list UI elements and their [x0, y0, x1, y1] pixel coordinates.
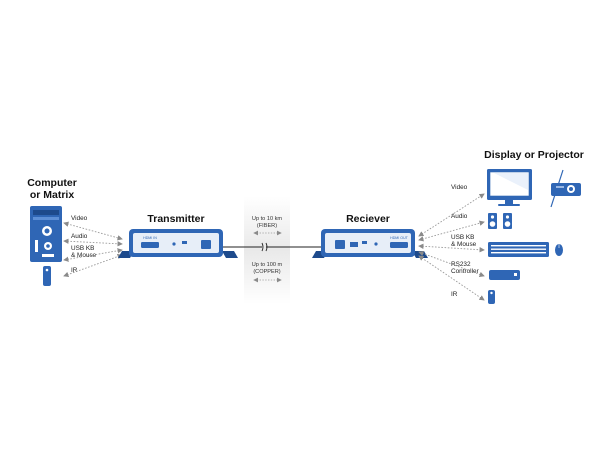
dest-usb-arrow: [418, 243, 485, 253]
svg-text:Audio: Audio: [71, 233, 88, 240]
source-signal-arrows: [63, 221, 123, 278]
source-audio-label: Audio: [71, 233, 88, 240]
dest-rs232-label: RS232 Controller: [451, 261, 480, 275]
destination-signal-arrows: [418, 193, 485, 301]
svg-text:USB KB: USB KB: [71, 245, 94, 252]
rs232-controller-icon: [489, 270, 520, 280]
transmitter-device: HDMI IN: [118, 229, 238, 258]
receiver-port-label: HDMI OUT: [390, 236, 409, 240]
keyboard-icon: [488, 242, 549, 257]
source-title-line2: or Matrix: [30, 189, 75, 201]
led-icon: [374, 242, 378, 246]
dest-video-label: Video: [451, 184, 468, 191]
hdmi-port-icon: [141, 242, 159, 248]
monitor-icon: [487, 169, 532, 206]
receiver-title: Reciever: [346, 213, 390, 225]
transmitter-title: Transmitter: [147, 213, 204, 225]
ir-receiver-icon: [488, 290, 495, 304]
ethernet-port-icon: [335, 240, 345, 249]
projector-icon: [551, 183, 581, 196]
svg-text:Audio: Audio: [451, 213, 468, 220]
computer-tower-icon: [30, 206, 62, 262]
led-icon: [172, 242, 176, 246]
dest-audio-label: Audio: [451, 213, 468, 220]
fiber-distance-line2: (FIBER): [257, 223, 277, 229]
svg-text:RS232: RS232: [451, 261, 471, 268]
source-ir-label: IR: [71, 267, 78, 274]
dest-video-arrow: [418, 193, 485, 237]
svg-text:& Mouse: & Mouse: [451, 241, 477, 248]
svg-text:IR: IR: [71, 267, 78, 274]
transmitter-port-label: HDMI IN: [143, 236, 157, 240]
speakers-icon: [488, 213, 512, 229]
link-band: [244, 196, 290, 304]
dest-ir-arrow: [418, 255, 485, 301]
copper-distance-line2: (COPPER): [253, 269, 280, 275]
svg-text:IR: IR: [451, 291, 458, 298]
destination-title: Display or Projector: [484, 149, 584, 161]
hdmi-port-icon: [390, 242, 408, 248]
usb-port-icon: [350, 242, 358, 247]
receiver-device: HDMI OUT: [312, 229, 428, 258]
ir-remote-icon: [43, 266, 51, 286]
ethernet-port-icon: [201, 240, 211, 249]
source-ir-arrow: [63, 253, 123, 278]
network-icon: [362, 241, 367, 244]
fiber-distance-line1: Up to 10 km: [252, 216, 282, 222]
source-title-line1: Computer: [27, 177, 77, 189]
mouse-icon: [555, 244, 563, 256]
source-video-label: Video: [71, 215, 88, 222]
dest-ir-label: IR: [451, 291, 458, 298]
svg-text:USB KB: USB KB: [451, 234, 474, 241]
source-audio-arrow: [63, 238, 123, 247]
network-icon: [182, 241, 187, 244]
svg-text:Video: Video: [71, 215, 88, 222]
svg-text:Video: Video: [451, 184, 468, 191]
copper-distance-line1: Up to 100 m: [252, 262, 283, 268]
dest-usb-label: USB KB & Mouse: [451, 234, 477, 248]
source-video-arrow: [63, 221, 123, 241]
